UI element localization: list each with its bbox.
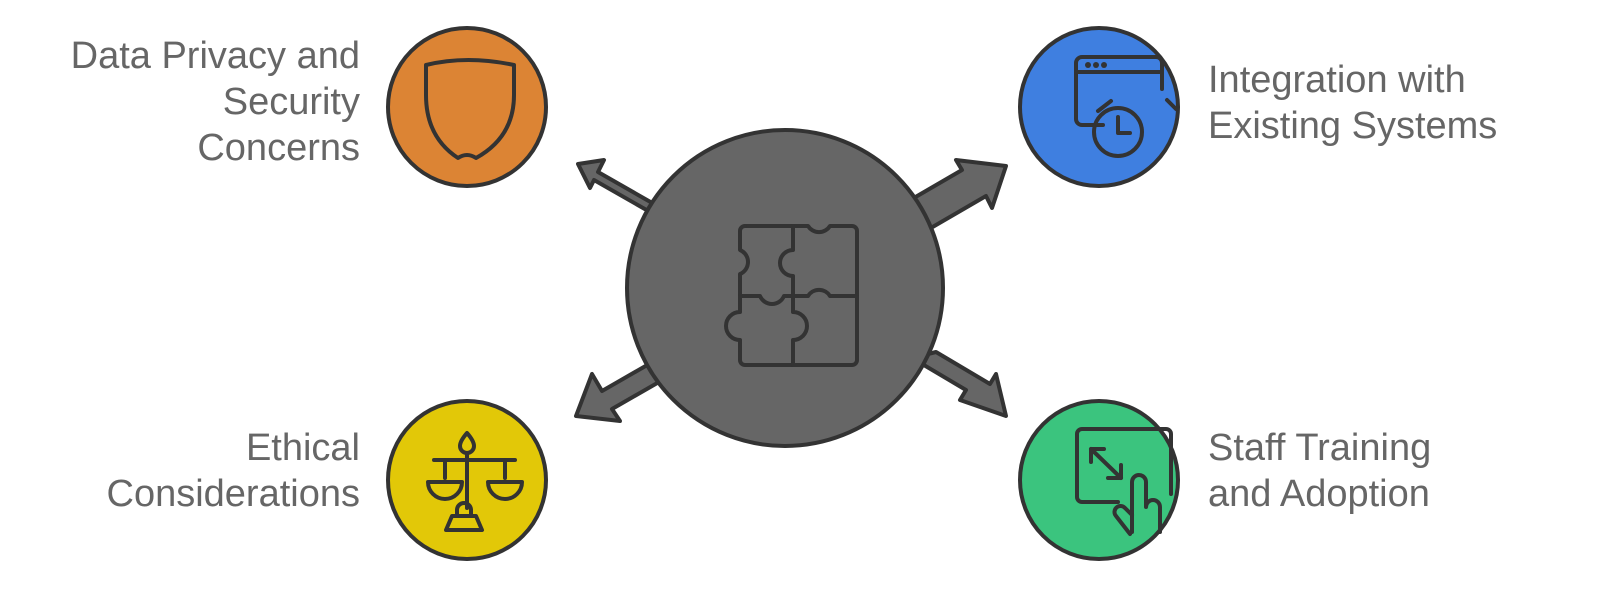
- node-ethical[interactable]: [386, 399, 548, 561]
- label-line: Considerations: [106, 473, 360, 515]
- resize-touch-icon: [1075, 427, 1173, 536]
- arrow-bottom-right: [910, 350, 1008, 418]
- label-integration: Integration with Existing Systems: [1208, 57, 1497, 149]
- label-line: Existing Systems: [1208, 105, 1498, 147]
- node-staff-training[interactable]: [1018, 399, 1180, 561]
- label-line: Integration with: [1208, 59, 1466, 101]
- label-line: Security: [222, 81, 360, 123]
- puzzle-icon: [724, 224, 859, 367]
- label-line: and Adoption: [1208, 473, 1430, 515]
- label-ethical: Ethical Considerations: [107, 425, 360, 517]
- label-line: Staff Training: [1208, 427, 1432, 469]
- scales-icon: [426, 431, 524, 532]
- label-data-privacy: Data Privacy and Security Concerns: [71, 33, 360, 171]
- label-line: Concerns: [197, 127, 360, 169]
- shield-icon: [424, 58, 516, 160]
- label-line: Ethical: [245, 427, 360, 469]
- label-line: Data Privacy and: [70, 35, 360, 77]
- node-data-privacy[interactable]: [386, 26, 548, 188]
- arrow-top-left: [576, 158, 656, 214]
- browser-clock-icon: [1074, 55, 1178, 158]
- center-node[interactable]: [625, 128, 945, 448]
- label-staff-training: Staff Training and Adoption: [1208, 425, 1431, 517]
- node-integration[interactable]: [1018, 26, 1180, 188]
